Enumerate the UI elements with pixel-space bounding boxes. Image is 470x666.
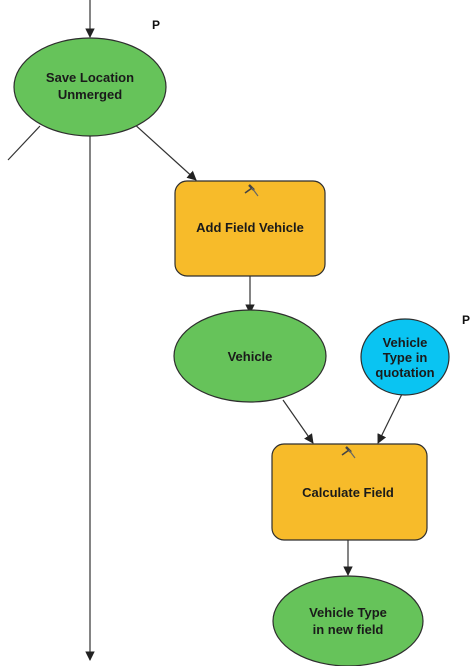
- save-location-parameter-marker: P: [152, 18, 160, 32]
- hammer-icon: [341, 446, 356, 459]
- calculate-field-label: Calculate Field: [302, 485, 394, 500]
- save-location-ellipse: [13, 37, 167, 137]
- vehicle-type-new-label-line1: Vehicle Type: [309, 605, 387, 620]
- vehicle-type-label-line1: Vehicle: [383, 335, 428, 350]
- add-field-label: Add Field Vehicle: [196, 220, 304, 235]
- node-vehicle[interactable]: Vehicle: [173, 309, 327, 403]
- edge-save-location-to-add-field: [131, 121, 197, 181]
- vehicle-ellipse: [173, 309, 327, 403]
- node-vehicle-type-in-new-field[interactable]: Vehicle Type in new field: [272, 575, 424, 666]
- calculate-field-rect: [271, 443, 428, 541]
- edge-vehicle-type-to-calculate-field: [377, 393, 403, 444]
- add-field-rect: [174, 180, 326, 277]
- hammer-icon: [244, 184, 259, 197]
- edge-vehicle-to-calculate-field: [282, 399, 314, 444]
- save-location-label-line2: Unmerged: [58, 87, 122, 102]
- vehicle-type-label-line3: quotation: [375, 365, 434, 380]
- edge-save-location-outgoing-left: [7, 125, 41, 161]
- vehicle-type-ellipse: [360, 318, 450, 396]
- vehicle-type-new-label-line2: in new field: [313, 622, 384, 637]
- save-location-label-line1: Save Location: [46, 70, 134, 85]
- vehicle-type-parameter-marker: P: [462, 313, 470, 327]
- vehicle-label: Vehicle: [228, 349, 273, 364]
- vehicle-type-new-ellipse: [272, 575, 424, 666]
- node-save-location-unmerged[interactable]: Save Location Unmerged: [13, 37, 167, 137]
- vehicle-type-label-line2: Type in: [383, 350, 428, 365]
- node-add-field-vehicle[interactable]: Add Field Vehicle: [174, 180, 326, 277]
- node-vehicle-type-in-quotation[interactable]: Vehicle Type in quotation: [360, 318, 450, 396]
- node-calculate-field[interactable]: Calculate Field: [271, 443, 428, 541]
